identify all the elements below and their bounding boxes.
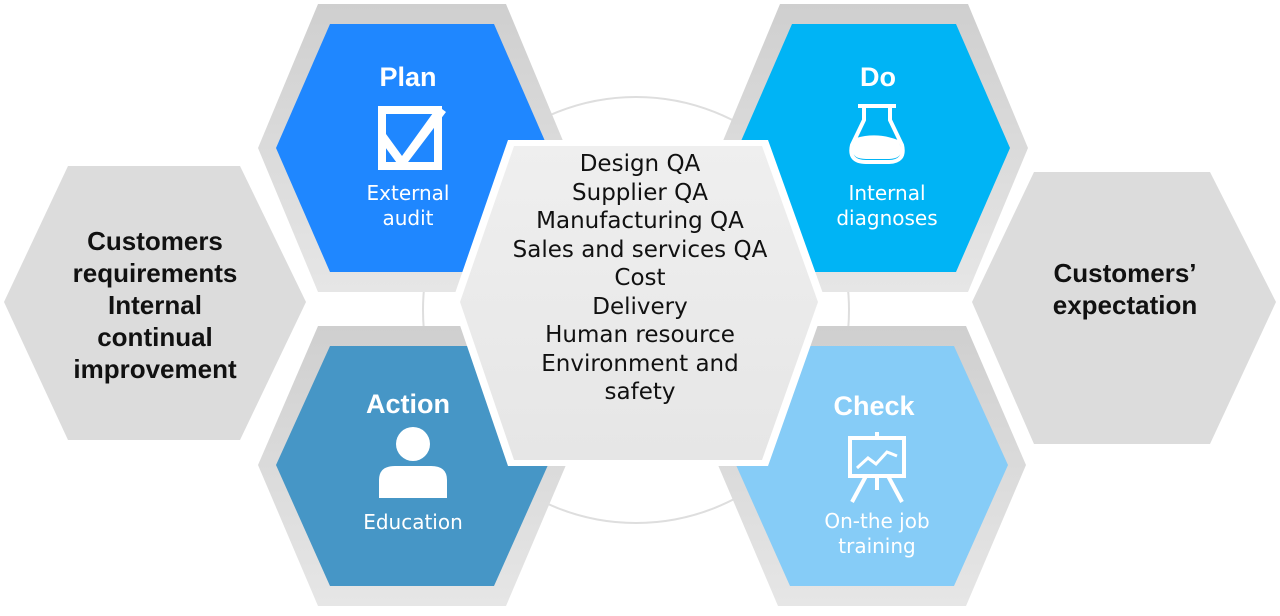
center-item: safety bbox=[604, 379, 676, 405]
check-title: Check bbox=[833, 391, 915, 421]
center-item: Human resource bbox=[545, 322, 735, 348]
action-title: Action bbox=[366, 389, 450, 419]
person-icon bbox=[379, 427, 447, 498]
do-title: Do bbox=[860, 62, 896, 92]
center-item: Design QA bbox=[579, 151, 701, 177]
background-ring bbox=[422, 96, 850, 524]
check-hexagon bbox=[718, 326, 1026, 606]
center-item: Environment and bbox=[541, 350, 739, 377]
right-hexagon bbox=[972, 172, 1276, 444]
left-hexagon bbox=[4, 166, 306, 440]
center-item: Delivery bbox=[592, 293, 688, 320]
action-subtitle: Education bbox=[363, 510, 463, 534]
plan-title: Plan bbox=[379, 62, 437, 92]
flask-icon bbox=[849, 104, 905, 164]
center-item: Sales and services QA bbox=[512, 236, 768, 263]
center-list: Design QA Supplier QA Manufacturing QA S… bbox=[490, 150, 790, 407]
check-subtitle: On-the job training bbox=[824, 509, 930, 558]
center-hexagon bbox=[452, 140, 826, 466]
center-item: Supplier QA bbox=[572, 179, 708, 206]
right-panel-text: Customers’ expectation bbox=[1052, 258, 1198, 320]
plan-subtitle: External audit bbox=[366, 181, 450, 230]
center-item: Cost bbox=[614, 265, 666, 291]
chart-board-icon bbox=[848, 432, 906, 503]
do-subtitle: Internal diagnoses bbox=[836, 181, 938, 230]
center-item: Manufacturing QA bbox=[536, 208, 744, 234]
checkbox-icon bbox=[378, 106, 446, 170]
left-panel-text: Customers requirements Internal continua… bbox=[72, 226, 238, 384]
